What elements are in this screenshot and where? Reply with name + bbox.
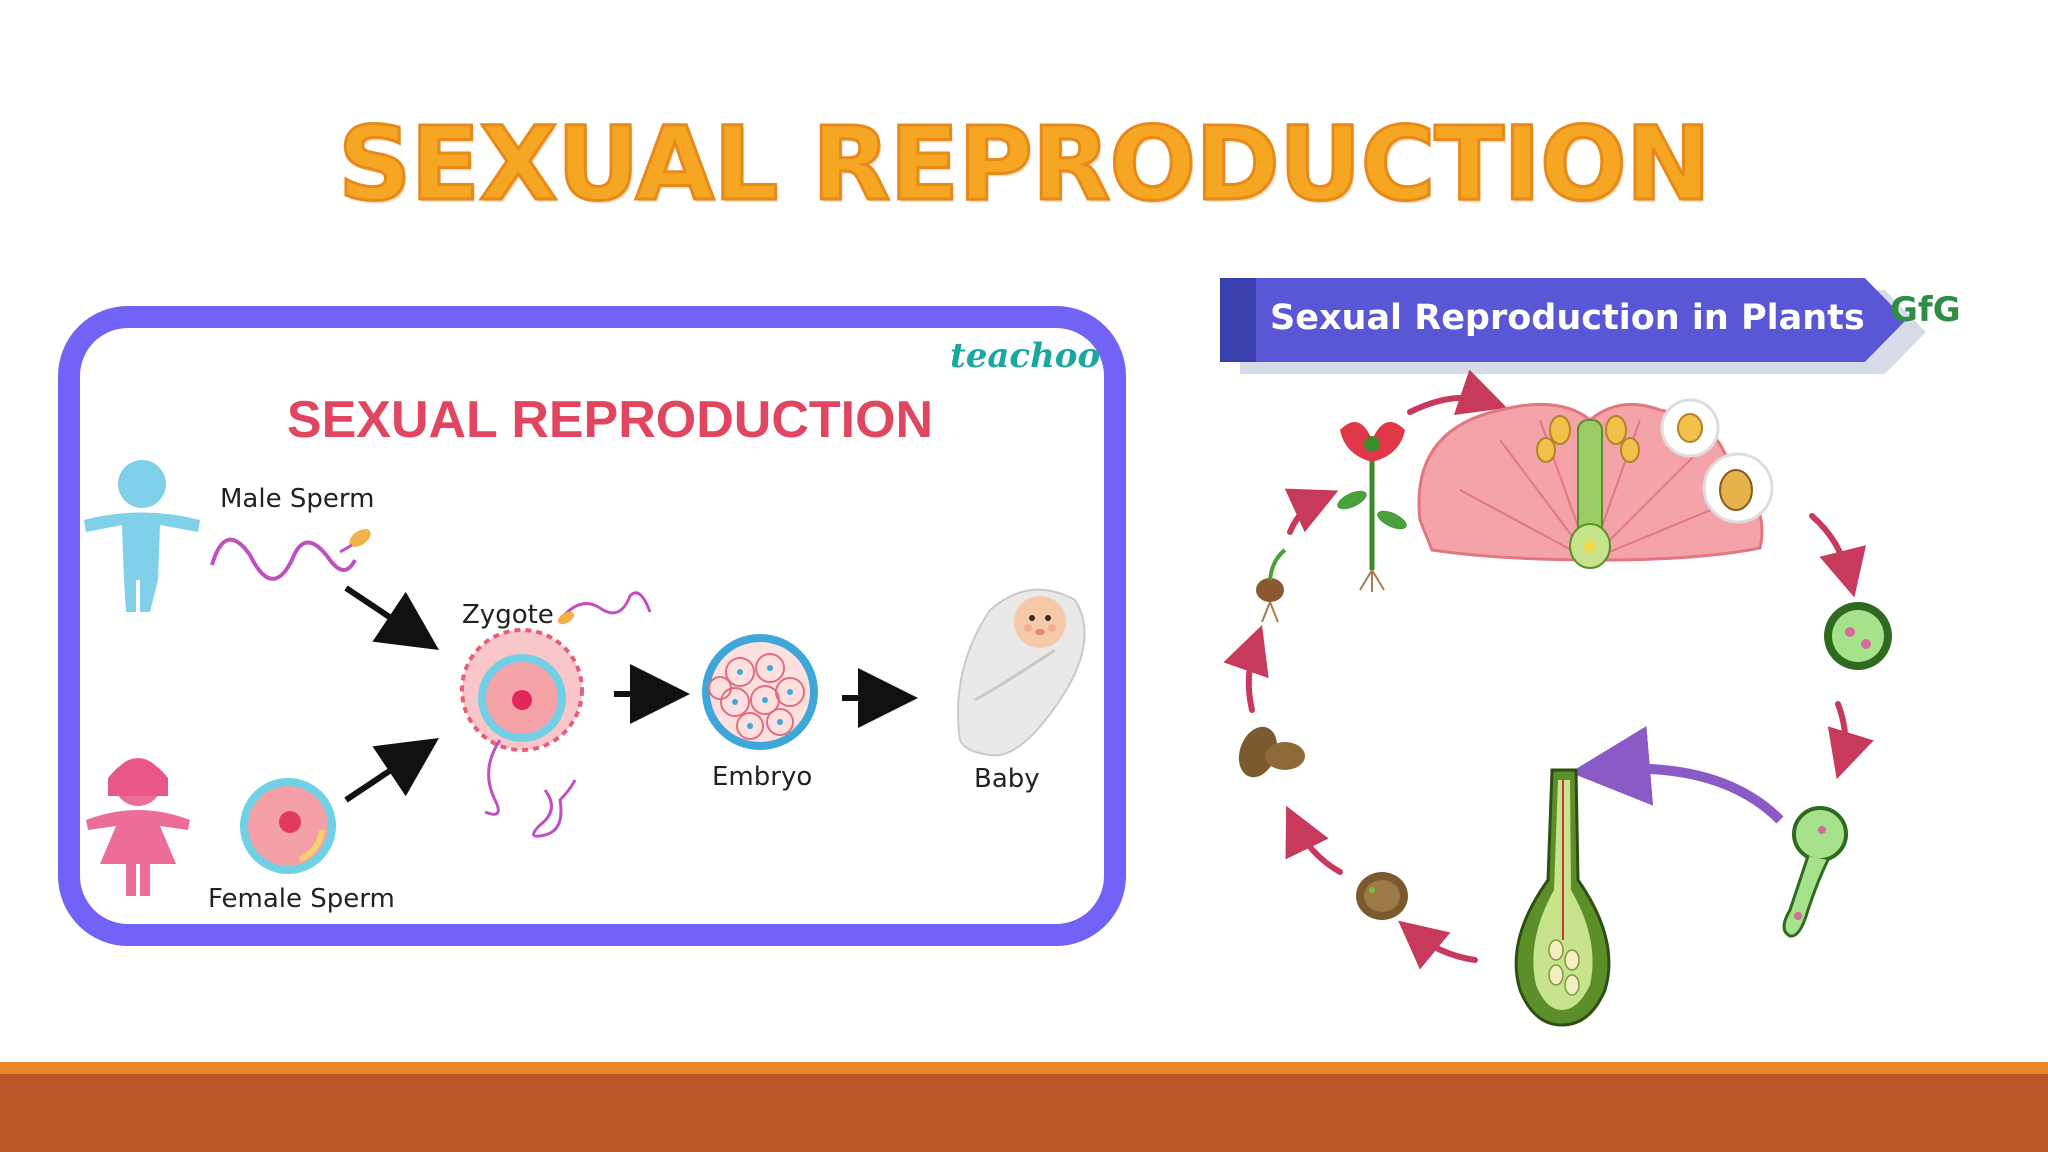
teachoo-logo: teachoo: [950, 336, 1101, 376]
flowering-plant-icon: [1337, 422, 1407, 592]
label-male-sperm: Male Sperm: [220, 484, 375, 514]
label-embryo: Embryo: [712, 762, 813, 792]
female-figure-icon: [86, 758, 190, 896]
cycle-arrow: [1285, 805, 1343, 875]
panel-title: SEXUAL REPRODUCTION: [286, 391, 934, 449]
footer-accent-line: [0, 1062, 2048, 1074]
slide-title: SEXUAL REPRODUCTION: [336, 104, 1712, 226]
germinating-pollen-icon: [1782, 806, 1848, 938]
arrow-female-to-zygote: [344, 738, 439, 803]
pollen-grain-icon: [1824, 602, 1892, 670]
cycle-arrow: [1284, 488, 1339, 535]
arrow-male-to-zygote: [344, 585, 439, 650]
cycle-arrow: [1398, 920, 1478, 970]
label-zygote: Zygote: [462, 600, 554, 630]
egg-cell-icon: [240, 778, 336, 874]
plant-banner-title: Sexual Reproduction in Plants: [1270, 298, 1865, 338]
pollen-tube-arrow: [1570, 725, 1784, 824]
cycle-arrow: [1407, 369, 1508, 415]
label-female-sperm: Female Sperm: [208, 884, 395, 914]
sperm-cell-icon: [210, 529, 371, 581]
footer-bar: [0, 1074, 2048, 1152]
human-reproduction-panel: [58, 306, 1126, 946]
cycle-arrow: [1827, 701, 1874, 780]
baby-icon: [957, 588, 1086, 757]
embryo-icon: [702, 634, 818, 750]
cycle-arrow: [1809, 513, 1866, 598]
seeds-pair-icon: [1238, 726, 1305, 778]
cycle-arrow: [1223, 625, 1269, 713]
label-baby: Baby: [974, 764, 1040, 794]
seed-icon: [1356, 872, 1408, 920]
gfg-logo: GfG: [1890, 290, 1961, 330]
seedling-icon: [1256, 548, 1287, 623]
male-figure-icon: [84, 460, 200, 612]
zygote-icon: [460, 591, 652, 838]
plant-banner: [1220, 278, 1906, 362]
banner-strip: [1220, 278, 1256, 362]
pistil-ovary-icon: [1514, 768, 1611, 1027]
